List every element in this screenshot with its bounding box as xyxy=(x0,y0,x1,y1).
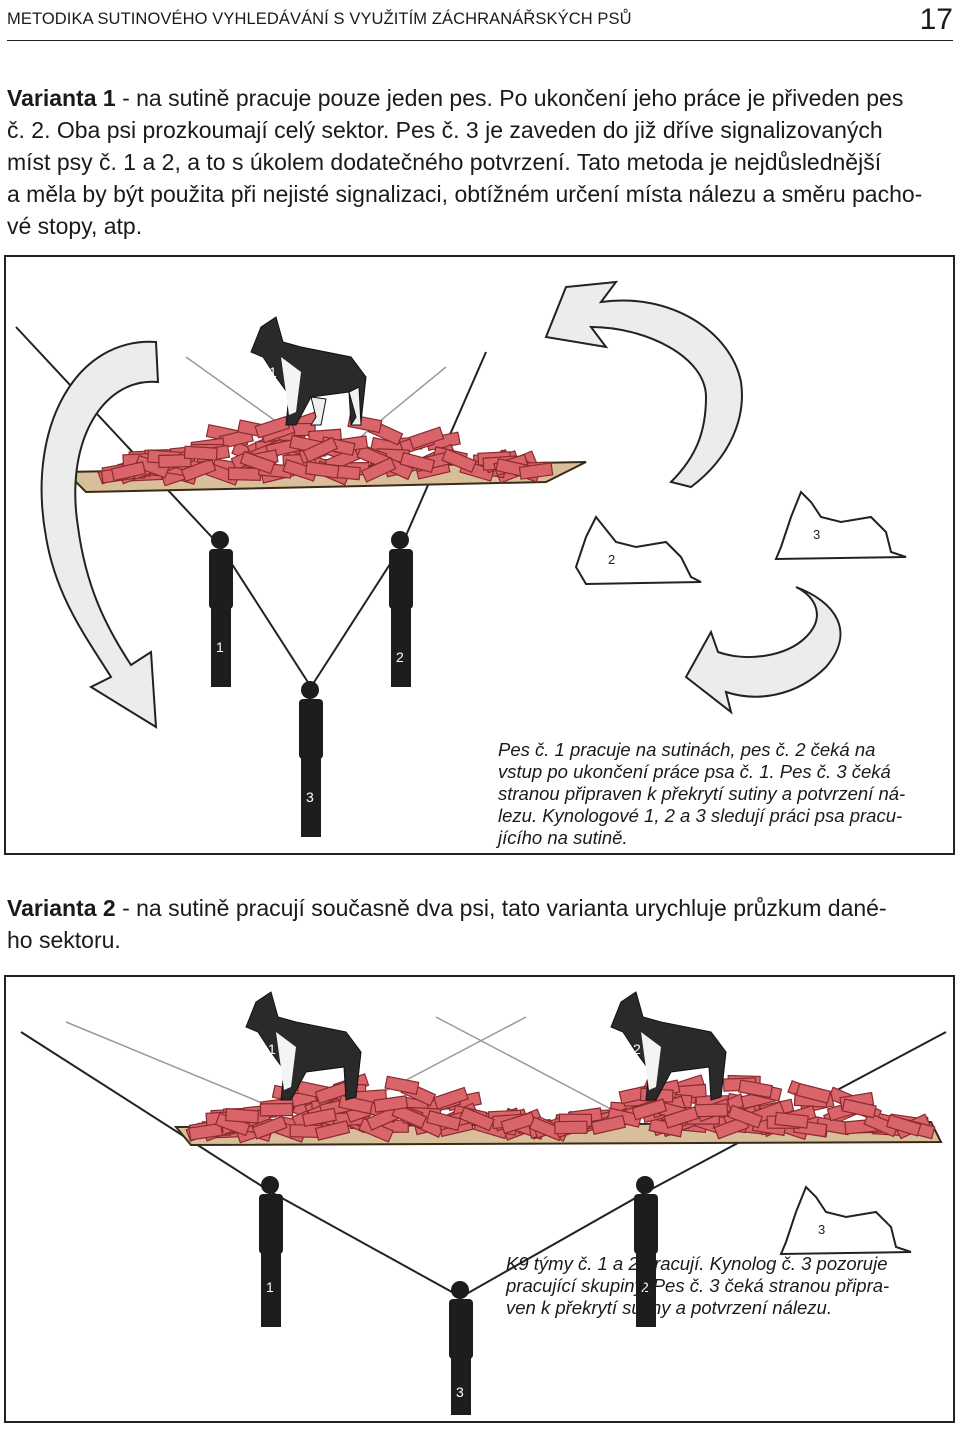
figure-variant1: 1 2 3 1 2 3 Pes č. 1 pracuje na sut xyxy=(4,255,955,855)
brick xyxy=(399,451,436,473)
caption-line: lezu. Kynologové 1, 2 a 3 sledují práci … xyxy=(498,805,903,826)
brick xyxy=(188,1122,224,1141)
brick xyxy=(738,1079,774,1099)
rubble-pile xyxy=(185,1073,936,1144)
arrow-curved-left xyxy=(40,340,160,729)
dog-1-number: 1 xyxy=(269,364,277,380)
brick xyxy=(518,462,554,480)
variant1-line-2: č. 2. Oba psi prozkoumají celý sektor. P… xyxy=(7,117,883,143)
handler-3: 3 xyxy=(449,1281,473,1415)
dog-3-number: 3 xyxy=(818,1222,825,1237)
variant1-line-5: vé stopy, atp. xyxy=(7,213,143,239)
handler-1-number: 1 xyxy=(266,1279,274,1295)
brick xyxy=(885,1114,922,1137)
variant1-paragraph: Varianta 1 - na sutině pracuje pouze jed… xyxy=(7,82,955,242)
dog-1-working: 1 xyxy=(245,991,362,1101)
brick xyxy=(425,1110,462,1132)
dog-3-number: 3 xyxy=(813,527,820,542)
brick xyxy=(259,1103,294,1117)
variant2-line-2: ho sektoru. xyxy=(7,927,121,953)
caption-line: K9 týmy č. 1 a 2 pracují. Kynolog č. 3 p… xyxy=(506,1253,888,1274)
variant1-line-1: Varianta 1 - na sutině pracuje pouze jed… xyxy=(7,82,955,114)
brick xyxy=(180,458,217,483)
figure2-caption: K9 týmy č. 1 a 2 pracují. Kynolog č. 3 p… xyxy=(506,1253,951,1319)
variant2-paragraph: Varianta 2 - na sutině pracují současně … xyxy=(7,892,955,956)
handler-3-number: 3 xyxy=(456,1384,464,1400)
running-title: METODIKA SUTINOVÉHO VYHLEDÁVÁNÍ S VYUŽIT… xyxy=(7,10,632,28)
handler-1-number: 1 xyxy=(216,639,224,655)
dog-3-waiting: 3 xyxy=(774,490,907,561)
rubble-pile xyxy=(97,411,554,487)
brick xyxy=(227,466,262,481)
variant1-line-3: míst psy č. 1 a 2, a to s úkolem dodateč… xyxy=(7,149,882,175)
brick xyxy=(863,1111,899,1138)
variant2-line-1: Varianta 2 - na sutině pracují současně … xyxy=(7,892,955,924)
figure1-caption: Pes č. 1 pracuje na sutinách, pes č. 2 č… xyxy=(498,739,953,849)
brick xyxy=(795,1082,832,1104)
handler-2: 2 xyxy=(389,531,413,687)
dog-1-working: 1 xyxy=(250,316,367,426)
figure2-illustration: 1 2 3 1 2 3 xyxy=(20,991,947,1415)
brick xyxy=(158,453,192,469)
brick xyxy=(441,448,478,474)
dog-3-waiting: 3 xyxy=(779,1185,912,1256)
brick xyxy=(774,1111,809,1129)
caption-line: vstup po ukončení práce psa č. 1. Pes č.… xyxy=(498,761,891,782)
variant1-label: Varianta 1 xyxy=(7,85,116,111)
variant2-label: Varianta 2 xyxy=(7,895,116,921)
caption-line: Pes č. 1 pracuje na sutinách, pes č. 2 č… xyxy=(498,739,876,760)
brick xyxy=(554,1120,588,1135)
page-header: METODIKA SUTINOVÉHO VYHLEDÁVÁNÍ S VYUŽIT… xyxy=(7,3,955,36)
sight-lines xyxy=(15,326,487,688)
variant1-line-4: a měla by být použita při nejisté signal… xyxy=(7,181,923,207)
brick xyxy=(590,1114,627,1136)
handler-2-number: 2 xyxy=(396,649,404,665)
brick xyxy=(225,1107,260,1124)
brick xyxy=(631,1098,668,1121)
header-rule xyxy=(7,40,953,41)
brick xyxy=(183,445,218,461)
brick xyxy=(373,1095,409,1113)
caption-line: jícího na sutině. xyxy=(498,827,628,848)
handler-1: 1 xyxy=(259,1176,283,1327)
figure-variant2: 1 2 3 1 2 3 K9 týmy č. 1 a 2 pracují. Ky… xyxy=(4,975,955,1423)
dog-2-waiting: 2 xyxy=(574,515,702,586)
arrow-curved-top-right xyxy=(544,280,743,489)
figure1-illustration: 1 2 3 1 2 3 xyxy=(15,280,907,837)
brick xyxy=(384,1075,420,1095)
brick xyxy=(694,1103,729,1118)
brick xyxy=(433,1086,469,1110)
dog-2-number: 2 xyxy=(608,552,615,567)
brick xyxy=(459,1106,495,1132)
variant1-text: - na sutině pracuje pouze jeden pes. Po … xyxy=(115,85,904,111)
page-number: 17 xyxy=(919,3,953,36)
brick xyxy=(727,1104,764,1129)
brick xyxy=(301,1107,337,1128)
handler-3: 3 xyxy=(299,681,323,837)
variant2-text: - na sutině pracují současně dva psi, ta… xyxy=(115,895,887,921)
handler-2: 2 xyxy=(634,1176,658,1327)
brick xyxy=(110,461,147,482)
brick xyxy=(302,436,339,463)
handler-1: 1 xyxy=(209,531,233,687)
brick xyxy=(408,426,445,450)
brick xyxy=(663,1106,699,1129)
handler-2-number: 2 xyxy=(641,1279,649,1295)
dog-2-number: 2 xyxy=(633,1041,641,1057)
brick xyxy=(314,1120,351,1141)
arrow-curved-bottom-right xyxy=(684,586,842,715)
caption-line: pracující skupiny. Pes č. 3 čeká stranou… xyxy=(506,1275,890,1296)
dog-2-working: 2 xyxy=(610,991,727,1101)
brick xyxy=(841,1098,877,1119)
brick xyxy=(239,450,276,475)
brick xyxy=(360,456,397,483)
handler-3-number: 3 xyxy=(306,789,314,805)
brick xyxy=(304,461,340,479)
caption-line: ven k překrytí sutiny a potvrzení nálezu… xyxy=(506,1297,832,1318)
caption-line: stranou připraven k překrytí sutiny a po… xyxy=(498,783,906,804)
dog-1-number: 1 xyxy=(268,1041,276,1057)
brick xyxy=(251,1115,288,1140)
